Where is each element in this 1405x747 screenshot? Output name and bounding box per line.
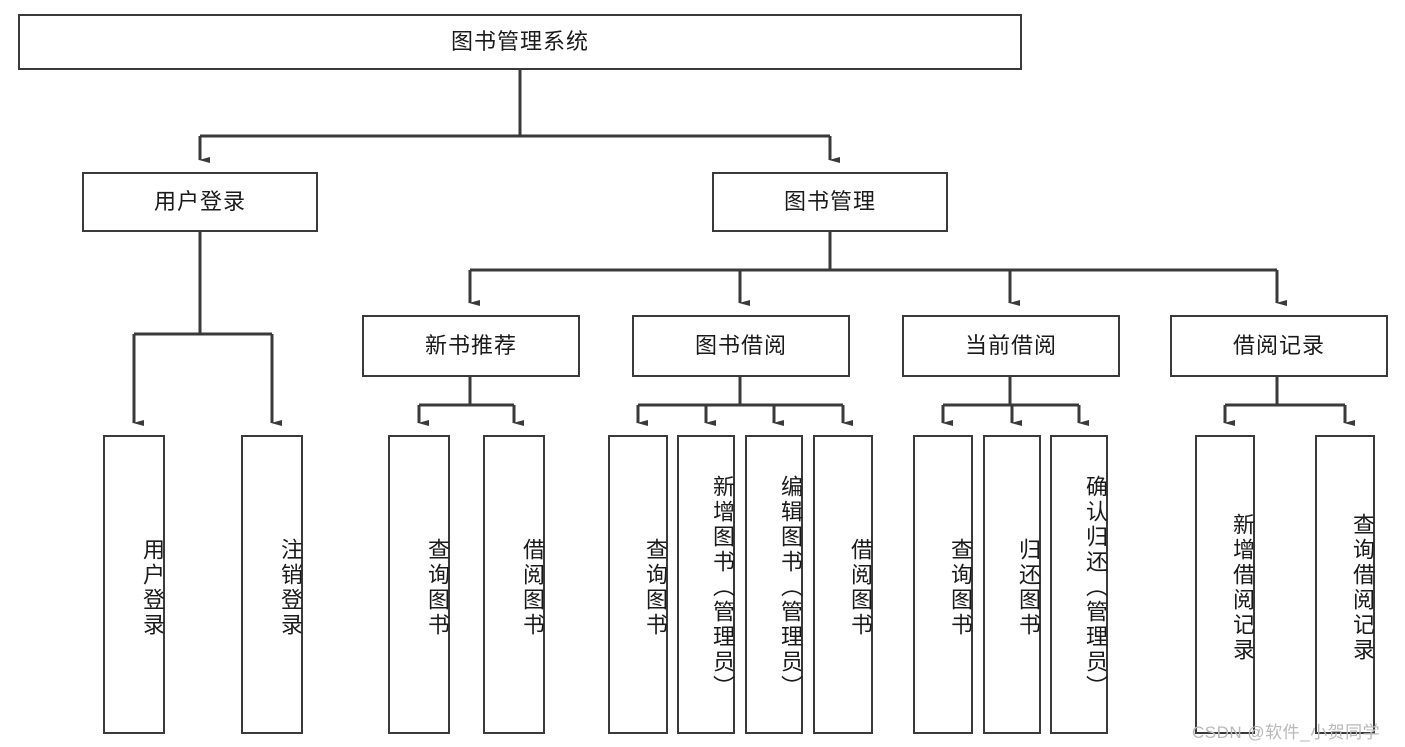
- node-leaf-query-borrow-record[interactable]: 查询借阅记录: [1315, 435, 1375, 734]
- node-leaf-query-book-borrow[interactable]: 查询图书: [608, 435, 668, 734]
- node-leaf-logout[interactable]: 注销登录: [241, 435, 303, 734]
- node-leaf-borrow-book-recommendation[interactable]: 借阅图书: [483, 435, 545, 734]
- node-book-manage[interactable]: 图书管理: [712, 172, 948, 232]
- node-leaf-borrow-book-borrow[interactable]: 借阅图书: [813, 435, 873, 734]
- node-leaf-query-book-current[interactable]: 查询图书: [913, 435, 973, 734]
- node-borrow-record[interactable]: 借阅记录: [1170, 315, 1388, 377]
- node-leaf-return-book[interactable]: 归还图书: [983, 435, 1041, 734]
- node-root[interactable]: 图书管理系统: [18, 14, 1022, 70]
- node-leaf-user-login[interactable]: 用户登录: [103, 435, 165, 734]
- node-leaf-query-book-recommendation[interactable]: 查询图书: [388, 435, 450, 734]
- node-leaf-edit-book-admin[interactable]: 编辑图书（管理员）: [745, 435, 803, 734]
- node-book-borrow[interactable]: 图书借阅: [632, 315, 850, 377]
- node-leaf-add-book-admin[interactable]: 新增图书（管理员）: [677, 435, 735, 734]
- node-new-book-recommendation[interactable]: 新书推荐: [362, 315, 580, 377]
- node-user-login[interactable]: 用户登录: [82, 172, 318, 232]
- node-leaf-confirm-return-admin[interactable]: 确认归还（管理员）: [1050, 435, 1108, 734]
- node-current-borrow[interactable]: 当前借阅: [902, 315, 1120, 377]
- node-leaf-add-borrow-record[interactable]: 新增借阅记录: [1195, 435, 1255, 734]
